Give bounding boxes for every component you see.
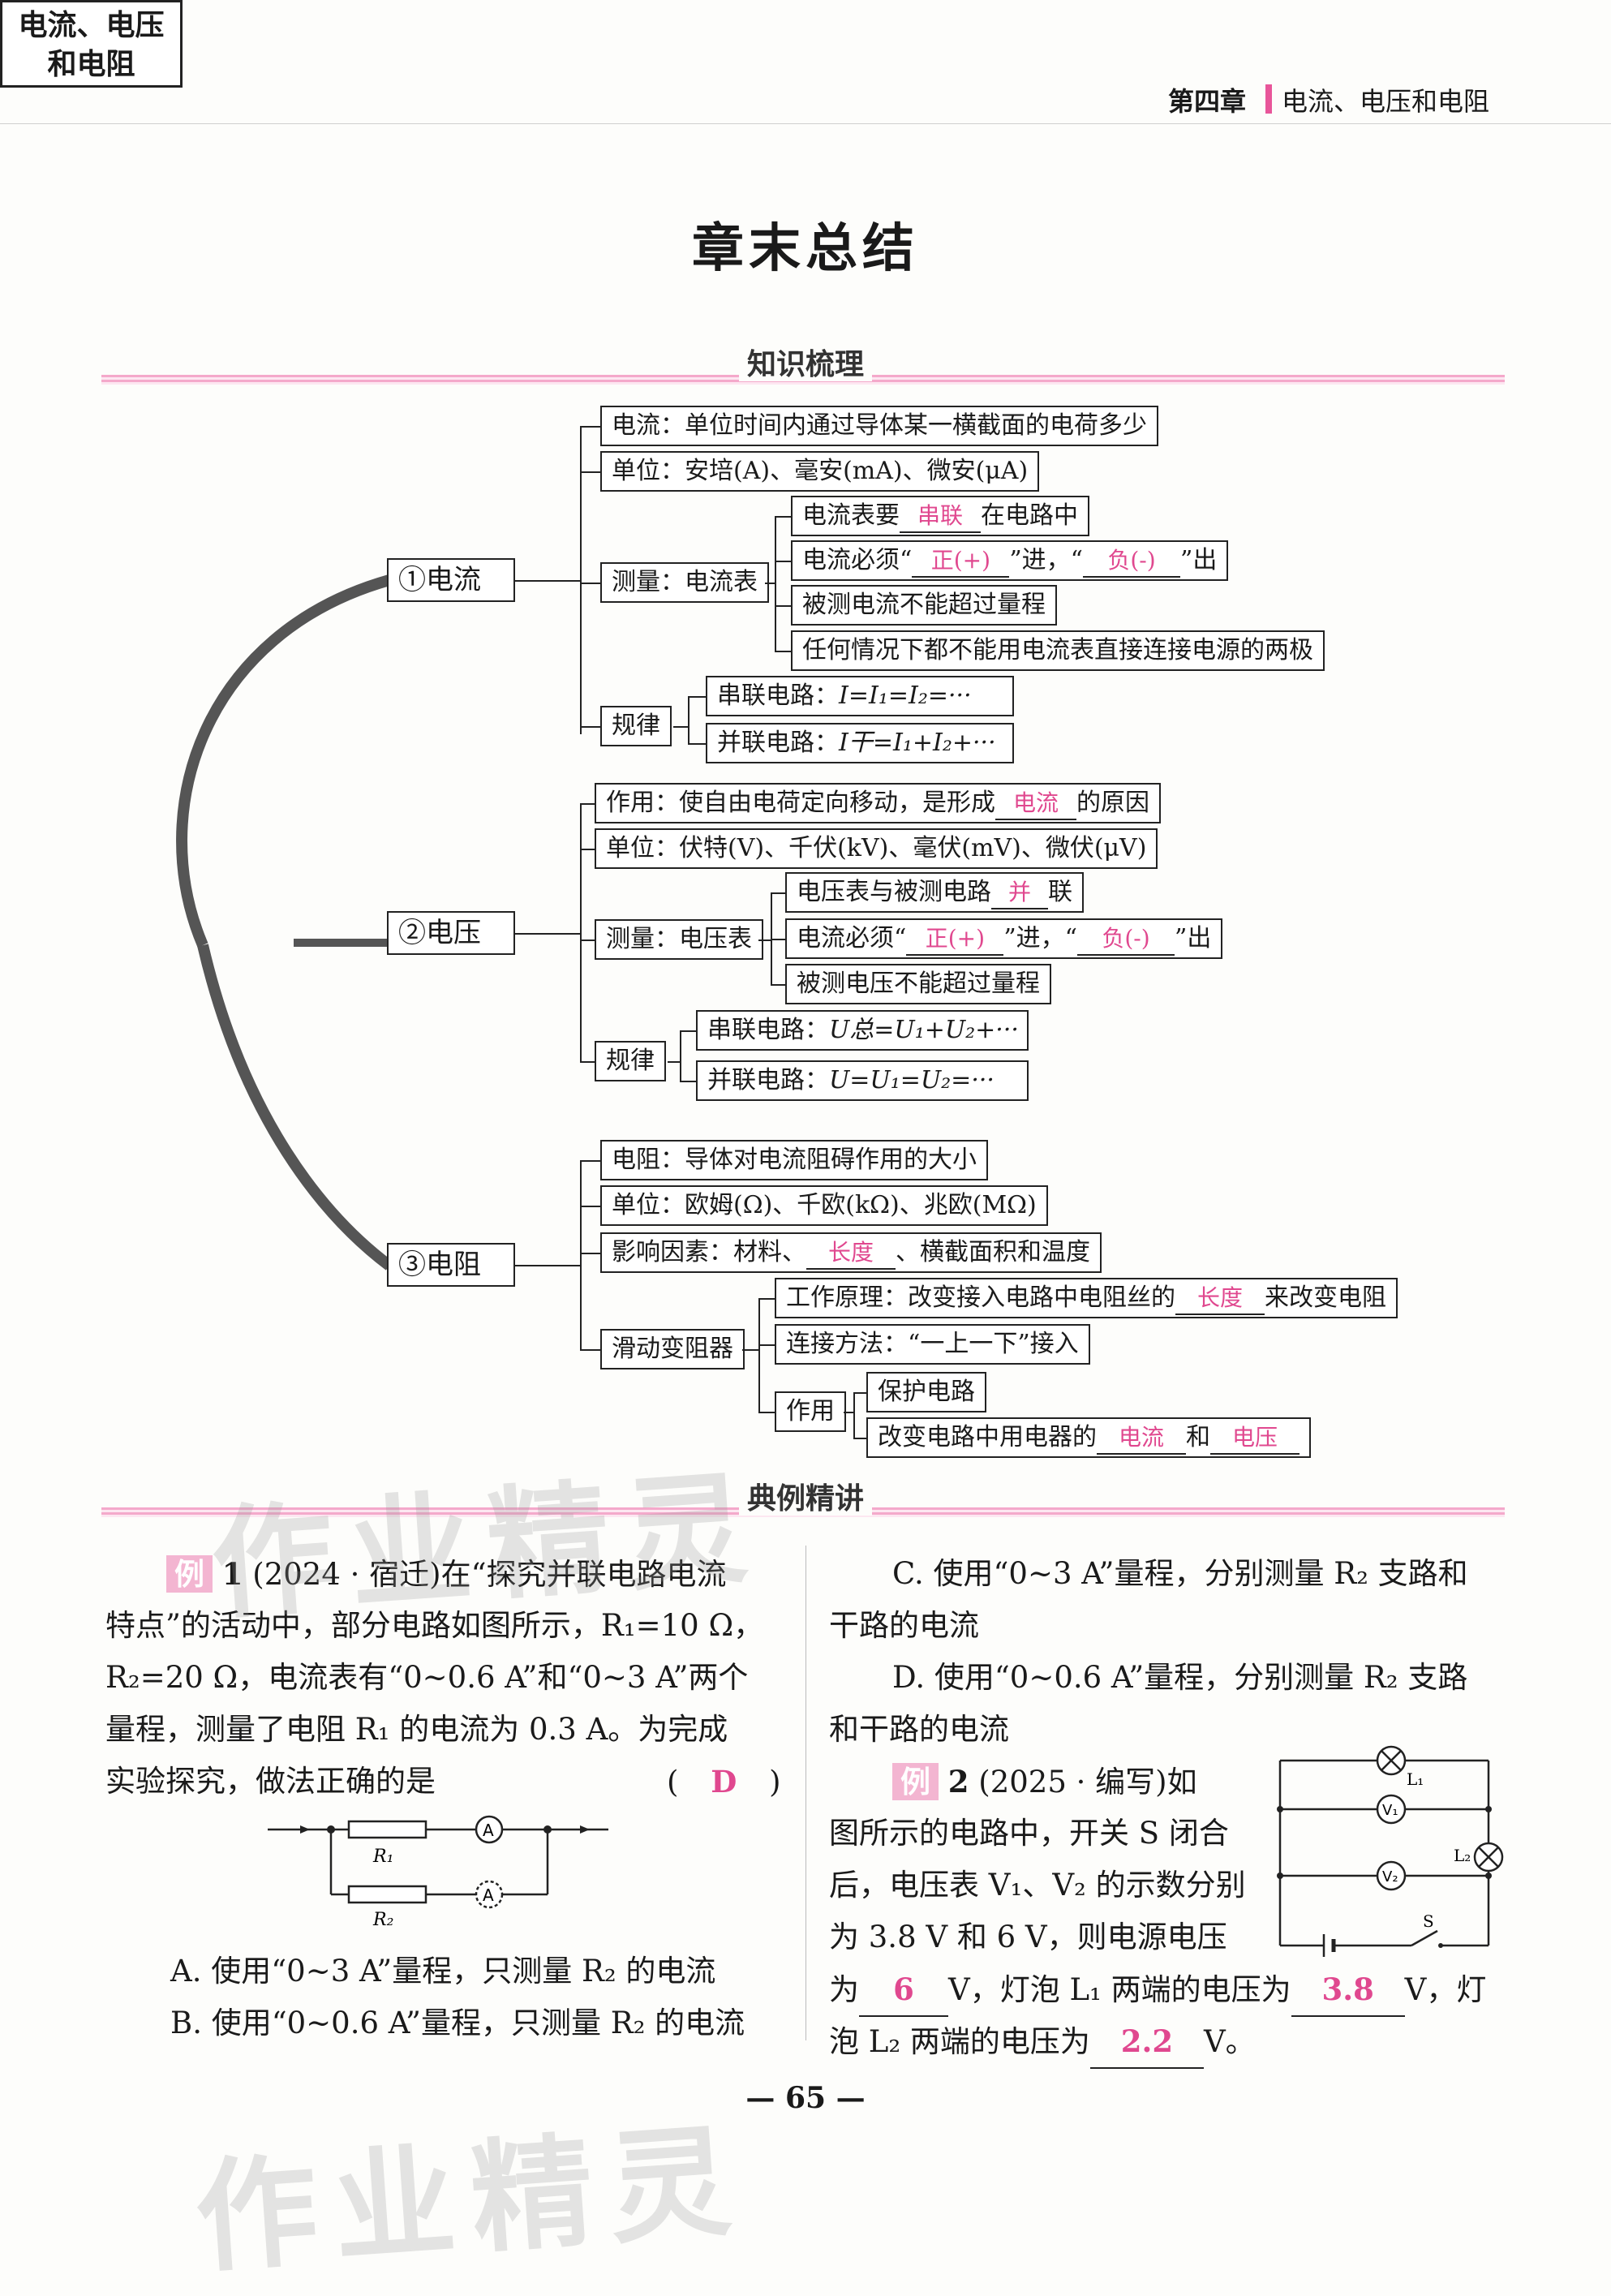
example1-number: 1 [221, 1556, 243, 1592]
current-law-parallel: 并联电路：I干=I₁+I₂+··· [706, 723, 1014, 763]
fill-series: 串联 [900, 501, 981, 533]
circuit1-r1-label: R₁ [372, 1847, 393, 1867]
current-law-label: 规律 [600, 706, 672, 746]
example1-line-5: 实验探究，做法正确的是 [105, 1764, 436, 1799]
fill-length-2: 长度 [1175, 1283, 1265, 1315]
example1-option-c-cont: 干路的电流 [829, 1608, 979, 1643]
current-law-series: 串联电路：I=I₁=I₂=··· [706, 676, 1014, 716]
circuit2-v2-label: V₂ [1382, 1868, 1398, 1885]
branch-voltage: ②电压 [387, 911, 515, 955]
fill-length: 长度 [806, 1237, 896, 1270]
voltage-role: 作用：使自由电荷定向移动，是形成电流的原因 [595, 783, 1161, 823]
voltage-law-series: 串联电路：U总=U₁+U₂+··· [696, 1010, 1029, 1051]
example1-line-3: R₂=20 Ω，电流表有“0~0.6 A”和“0~3 A”两个 [105, 1660, 749, 1695]
voltage-unit: 单位：伏特(V)、千伏(kV)、毫伏(mV)、微伏(μV) [595, 828, 1158, 869]
fill-parallel: 并 [991, 877, 1048, 909]
root-line-2: 和电阻 [47, 48, 135, 81]
current-measure-3: 被测电流不能超过量程 [791, 585, 1057, 626]
voltage-measure-label: 测量：电压表 [595, 919, 763, 960]
page-number: — 65 — [745, 2081, 866, 2115]
example2-line-2: 图所示的电路中，开关 S 闭合 [829, 1816, 1229, 1851]
current-definition: 电流：单位时间内通过导体某一横截面的电荷多少 [600, 406, 1158, 446]
fill-negative: 负(-) [1083, 545, 1181, 578]
voltage-measure-1: 电压表与被测电路并联 [785, 872, 1084, 913]
circuit1-ammeter2-label: A [483, 1885, 494, 1905]
example1-option-d-cont: 和干路的电流 [829, 1712, 1009, 1747]
fill-positive: 正(+) [912, 545, 1010, 578]
branch-resistance: ③电阻 [387, 1243, 515, 1287]
fill-current: 电流 [995, 788, 1076, 820]
voltage-law-parallel: 并联电路：U=U₁=U₂=··· [696, 1060, 1029, 1101]
example1-option-d: D. 使用“0~0.6 A”量程，分别测量 R₂ 支路 [892, 1660, 1468, 1695]
rheostat-principle: 工作原理：改变接入电路中电阻丝的长度来改变电阻 [775, 1278, 1398, 1318]
chapter-title: 电流、电压和电阻 [1282, 86, 1490, 117]
example2-line-3: 后，电压表 V₁、V₂ 的示数分别 [829, 1868, 1246, 1903]
example1-line-1: 例 1 (2024 · 宿迁)在“探究并联电路电流 [166, 1548, 783, 1601]
circuit2-v1-label: V₁ [1382, 1802, 1398, 1819]
circuit2-l1-label: L₁ [1407, 1769, 1424, 1789]
page-title: 章末总结 [692, 219, 919, 279]
example1-option-c: C. 使用“0~3 A”量程，分别测量 R₂ 支路和 [892, 1556, 1468, 1591]
fill-positive-v: 正(+) [906, 923, 1004, 956]
blank-l2-voltage: 2.2 [1089, 2015, 1204, 2069]
mindmap-arcs [176, 574, 393, 1271]
mindmap-root: 电流、电压 和电阻 [0, 0, 183, 88]
chapter-label: 第四章 [1168, 86, 1247, 117]
current-unit: 单位：安培(A)、毫安(mA)、微安(μA) [600, 451, 1040, 492]
watermark-2: 作业精灵 [191, 2110, 752, 2290]
blank-l1-voltage: 3.8 [1291, 1963, 1405, 2017]
rheostat-label: 滑动变阻器 [600, 1329, 745, 1369]
rheostat-use-2: 改变电路中用电器的电流和电压 [866, 1417, 1311, 1458]
fill-negative-v: 负(-) [1077, 923, 1175, 956]
fill-current-2: 电流 [1097, 1422, 1186, 1455]
example2-number: 2 [947, 1764, 969, 1799]
example2-line-1: 例 2 (2025 · 编写)如 [892, 1756, 1197, 1808]
voltage-law-label: 规律 [595, 1041, 666, 1081]
current-measure-label: 测量：电流表 [600, 562, 769, 603]
voltage-measure-3: 被测电压不能超过量程 [785, 964, 1051, 1004]
section-title-examples: 典例精讲 [738, 1482, 872, 1516]
example2-circuit: L₁ L₂ V₁ V₂ S [1277, 1745, 1504, 1957]
section-title-knowledge: 知识梳理 [738, 348, 872, 381]
example2-tag: 例 [892, 1763, 939, 1800]
example2-line-4: 为 3.8 V 和 6 V，则电源电压 [829, 1920, 1227, 1954]
resistance-factor: 影响因素：材料、长度、横截面积和温度 [600, 1232, 1102, 1273]
rheostat-use-1: 保护电路 [866, 1372, 986, 1412]
header-rule [0, 123, 1611, 124]
rheostat-connection: 连接方法：“一上一下”接入 [775, 1324, 1090, 1365]
voltage-measure-2: 电流必须“正(+)”进，“负(-)”出 [785, 918, 1223, 959]
rheostat-use-label: 作用 [775, 1391, 846, 1432]
resistance-definition: 电阻：导体对电流阻碍作用的大小 [600, 1140, 988, 1180]
circuit2-l2-label: L₂ [1454, 1846, 1471, 1865]
root-line-1: 电流、电压 [18, 9, 165, 42]
circuit1-r2-label: R₂ [372, 1910, 393, 1927]
blank-source-voltage: 6 [859, 1963, 948, 2017]
example1-option-a: A. 使用“0~3 A”量程，只测量 R₂ 的电流 [170, 1954, 716, 1989]
current-measure-4: 任何情况下都不能用电流表直接连接电源的两极 [791, 630, 1325, 671]
current-measure-1: 电流表要串联在电路中 [791, 496, 1089, 536]
circuit2-switch-label: S [1423, 1911, 1434, 1931]
example1-option-b: B. 使用“0~0.6 A”量程，只测量 R₂ 的电流 [170, 2006, 745, 2040]
example1-circuit: R₁ R₂ A A [268, 1815, 608, 1927]
resistance-unit: 单位：欧姆(Ω)、千欧(kΩ)、兆欧(MΩ) [600, 1185, 1048, 1226]
example1-line-2: 特点”的活动中，部分电路如图所示，R₁=10 Ω， [105, 1608, 764, 1643]
fill-voltage: 电压 [1210, 1422, 1300, 1455]
circuit1-ammeter-label: A [483, 1821, 494, 1840]
current-measure-2: 电流必须“正(+)”进，“负(-)”出 [791, 540, 1229, 581]
example1-line-4: 量程，测量了电阻 R₁ 的电流为 0.3 A。为完成 [105, 1712, 728, 1747]
example1-answer: ( D ) [667, 1764, 781, 1799]
example1-tag: 例 [166, 1555, 213, 1593]
chapter-divider [1265, 84, 1272, 114]
branch-current: ①电流 [387, 558, 515, 602]
